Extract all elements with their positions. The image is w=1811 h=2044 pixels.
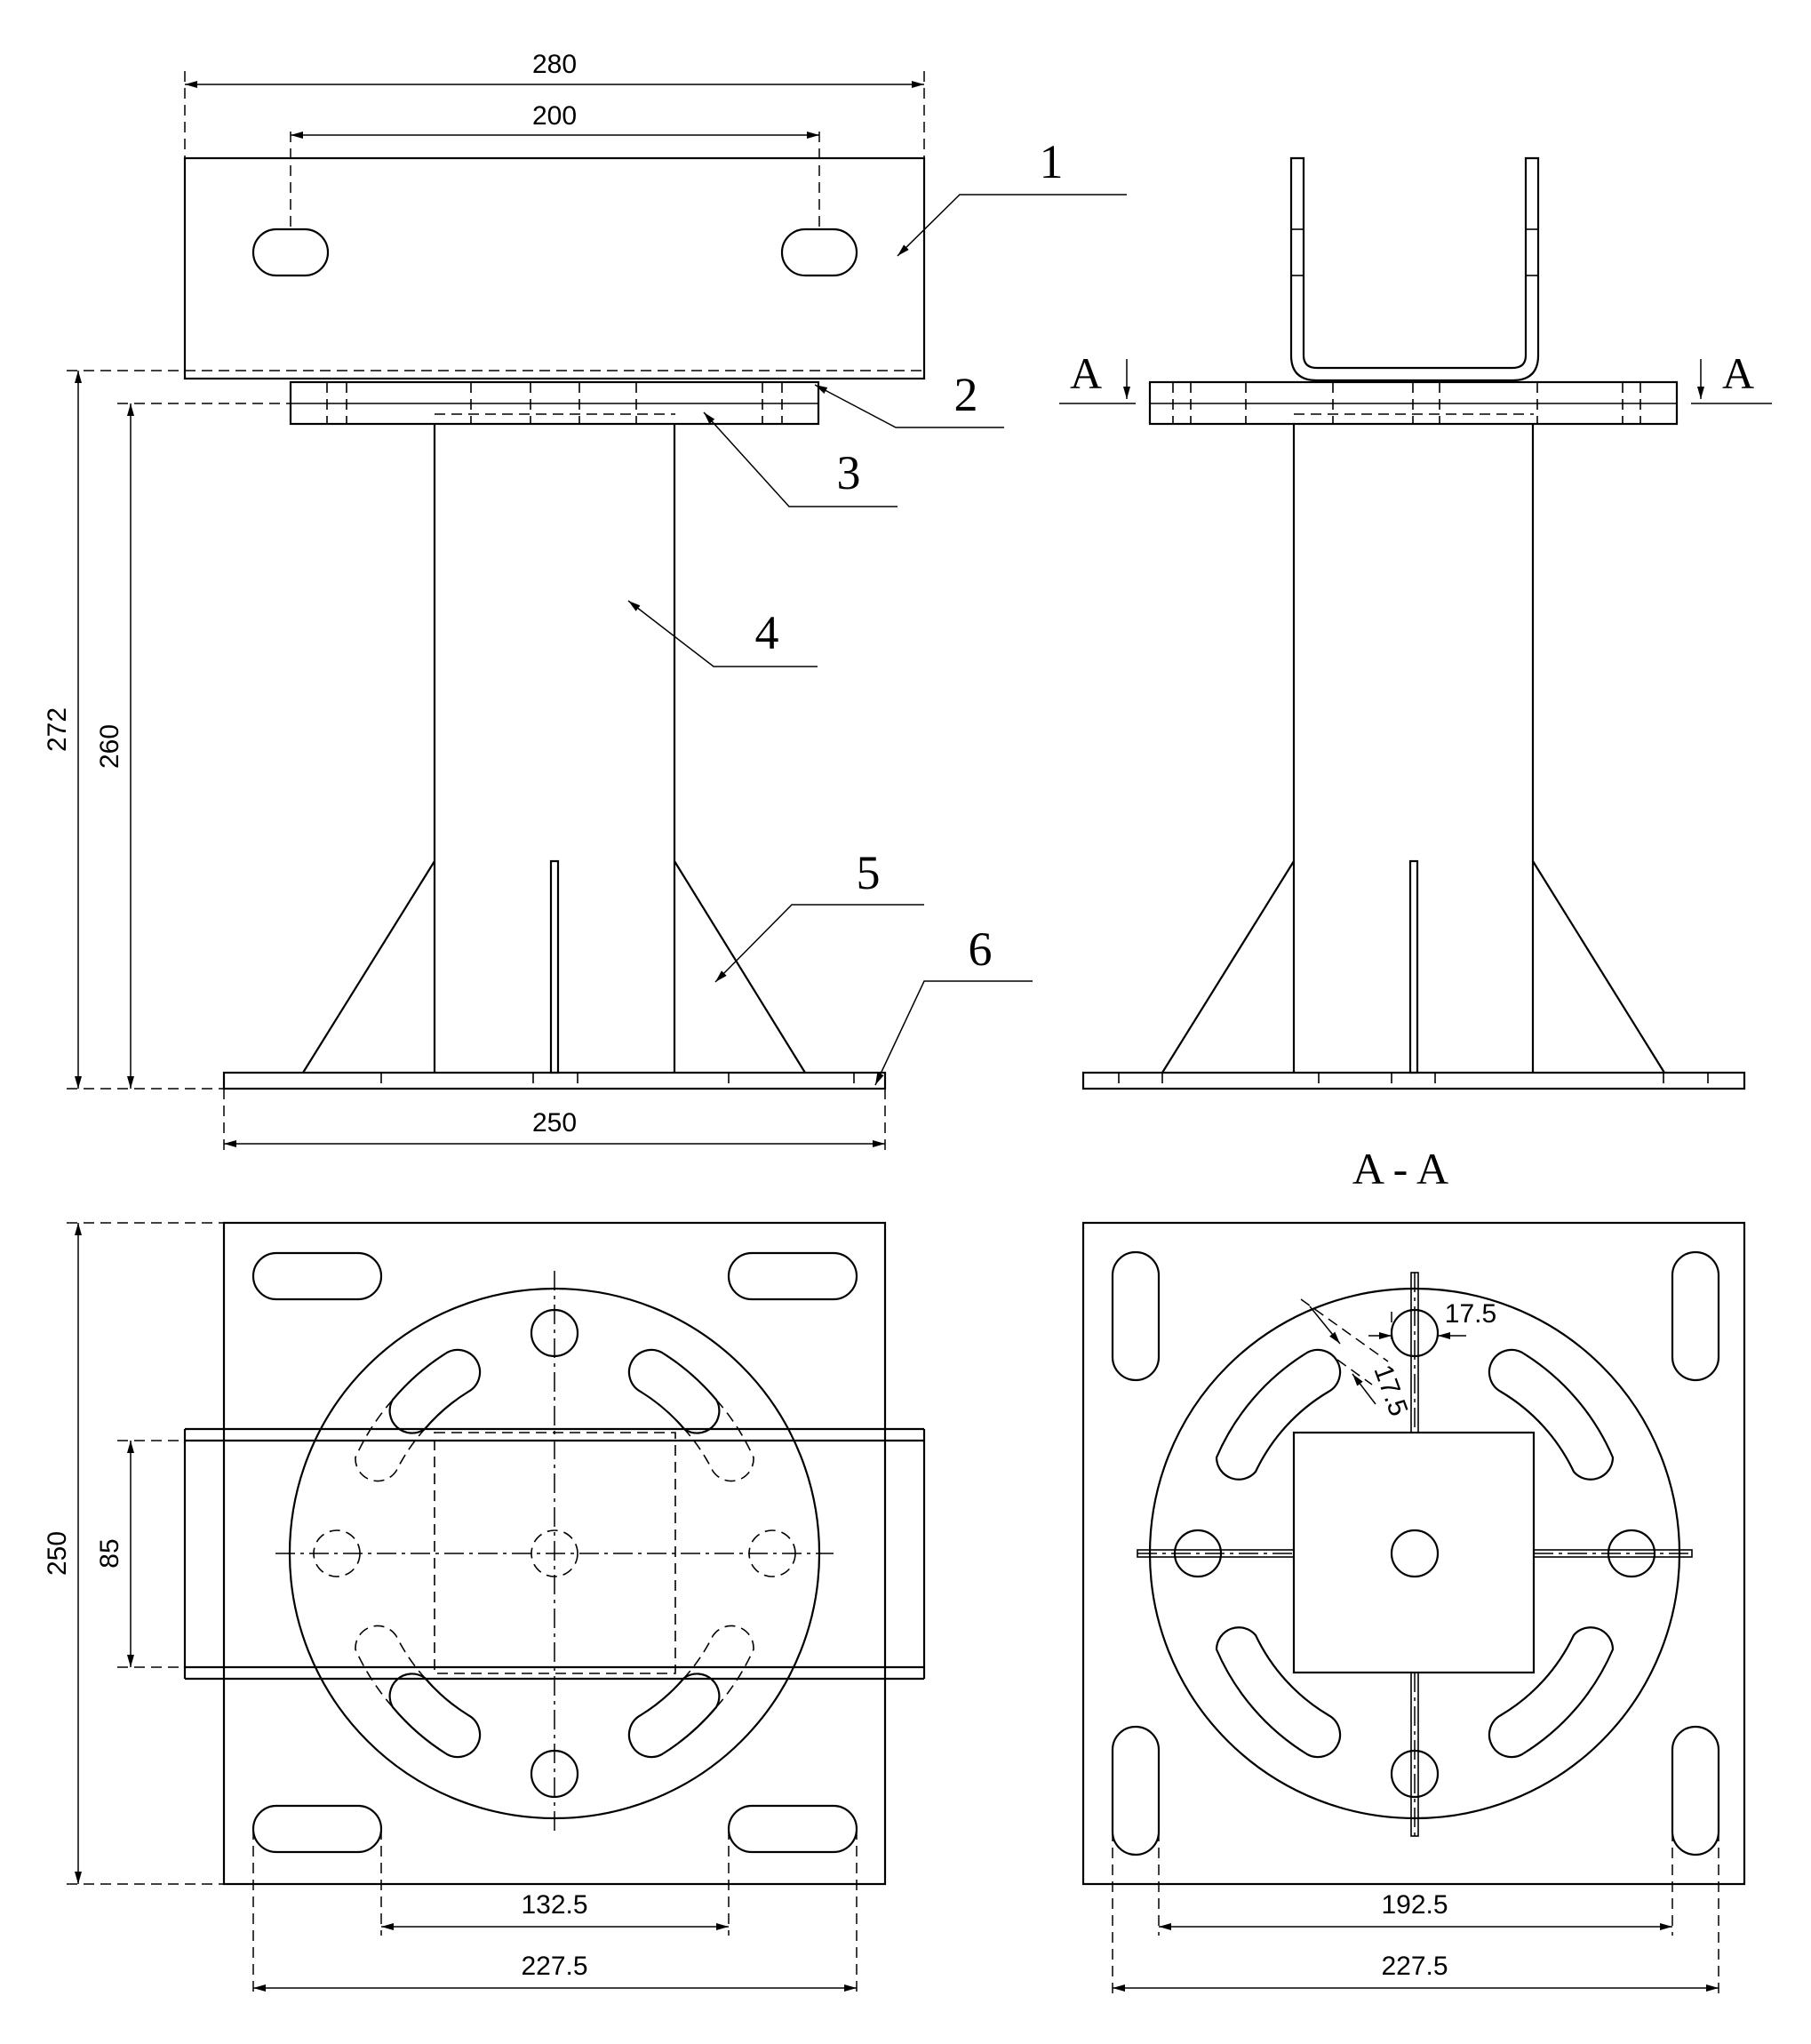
- u-channel: [1289, 156, 1540, 382]
- dim-85: 85: [95, 1538, 124, 1568]
- dim-132-5: 132.5: [521, 1890, 587, 1920]
- part-label-3: 3: [837, 446, 861, 499]
- slot-left: [251, 228, 330, 277]
- section-view: A - A 17.5: [1081, 1144, 1746, 1998]
- front-view: 280 200 272 260 250 1 2 3 4 5 6: [43, 50, 1127, 1153]
- part-label-2: 2: [954, 368, 978, 421]
- dim-272: 272: [43, 707, 72, 752]
- dim-250-base: 250: [532, 1108, 577, 1138]
- dim-192-5: 192.5: [1381, 1890, 1448, 1920]
- slot-right: [780, 228, 858, 277]
- dim-17-5-horizontal: 17.5: [1445, 1299, 1496, 1329]
- dim-200: 200: [532, 101, 577, 131]
- section-marker-left: A: [1070, 348, 1102, 398]
- plan-base-plate: [222, 1221, 887, 1886]
- dim-260: 260: [95, 724, 124, 769]
- dim-227-5-section: 227.5: [1381, 1952, 1448, 1981]
- channel-plate: [183, 156, 926, 380]
- part-label-4: 4: [755, 606, 779, 659]
- part-label-5: 5: [857, 846, 881, 899]
- part-label-6: 6: [969, 922, 993, 976]
- base-plate: [222, 1071, 887, 1090]
- dim-250-plan: 250: [43, 1531, 72, 1576]
- side-base-plate: [1081, 1071, 1746, 1090]
- section-marker-right: A: [1722, 348, 1754, 398]
- dim-280: 280: [532, 50, 577, 79]
- part-label-1: 1: [1040, 135, 1064, 188]
- section-title: A - A: [1352, 1144, 1448, 1194]
- dim-17-5-diagonal: 17.5: [1368, 1361, 1413, 1420]
- dim-227-5-plan: 227.5: [521, 1952, 587, 1981]
- side-view: A A: [1059, 156, 1772, 1090]
- plan-view: 250 85 132.5 227.5: [43, 1221, 926, 1998]
- section-base-plate: [1081, 1221, 1746, 1886]
